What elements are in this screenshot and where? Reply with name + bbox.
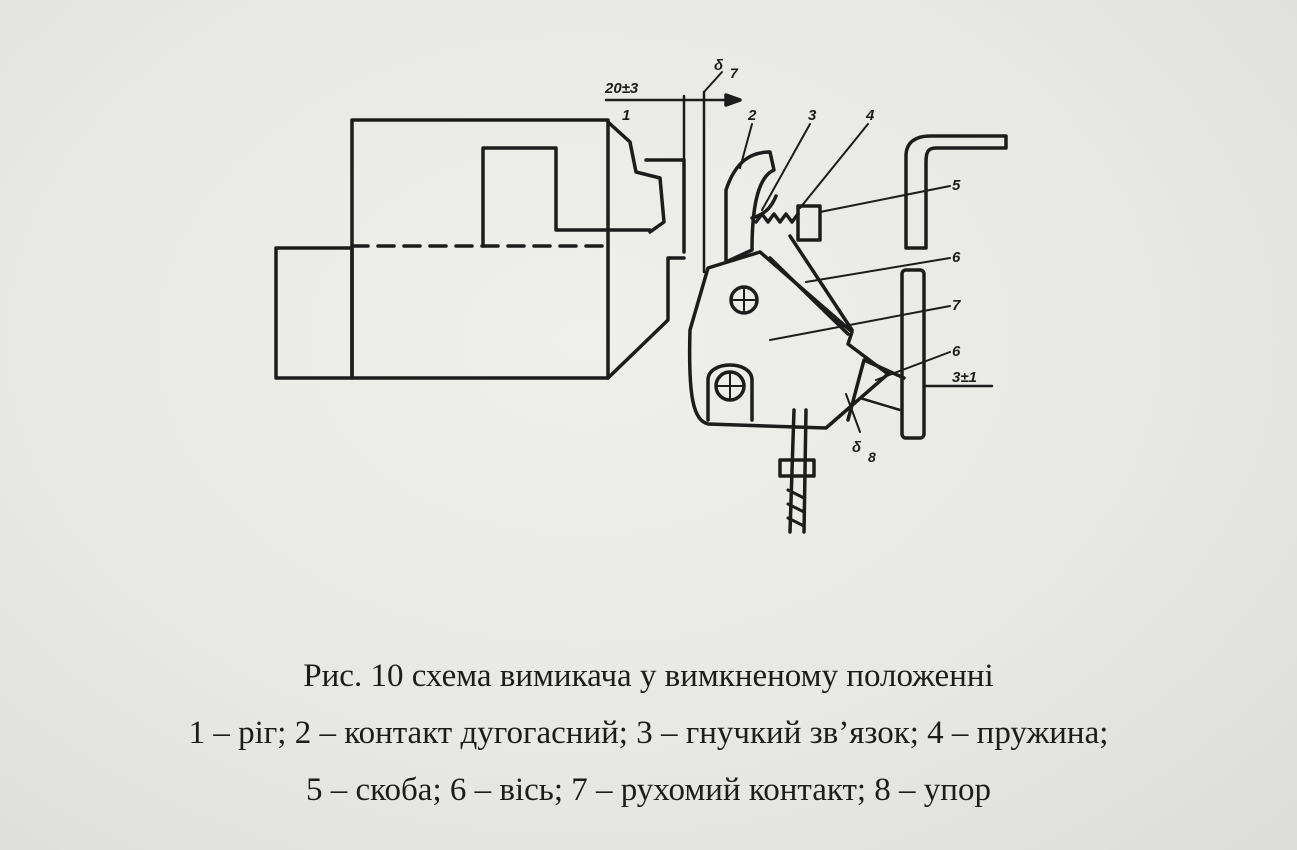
bracket-5-lower	[900, 268, 926, 440]
flexible-link-3	[750, 194, 778, 220]
lever-arm	[768, 256, 850, 336]
bolt-nut	[778, 458, 816, 478]
spring-bracket	[796, 204, 822, 242]
inner-profile	[481, 146, 652, 248]
delta-bottom-label: δ	[852, 439, 862, 456]
label-4: 4	[865, 107, 875, 124]
leader-6a	[805, 257, 951, 283]
stop-8	[846, 358, 906, 422]
figure-caption: Рис. 10 схема вимикача у вимкненому поло…	[0, 648, 1297, 819]
pivot-axis-housing	[706, 363, 754, 422]
bracket-5	[904, 134, 1008, 250]
label-6a: 6	[952, 249, 961, 266]
leader-5	[819, 185, 951, 213]
stop-8-b	[858, 396, 902, 412]
lever-arm-2	[788, 234, 854, 332]
leader-3	[761, 123, 811, 211]
switch-diagram: 20±3 δ 7 1 2 3 4 5 6 7 6 3±1 δ 8	[274, 57, 1008, 534]
delta-leader-top	[703, 71, 723, 93]
delta-leader-bottom	[845, 393, 861, 433]
horn-1-stem	[644, 158, 686, 254]
delta-top-label: δ	[714, 57, 724, 74]
bolt-thread	[786, 488, 806, 528]
horn-1	[606, 120, 666, 234]
delta-bottom-sub: 8	[868, 449, 876, 465]
housing-slope	[606, 256, 686, 380]
dim-right-label: 3±1	[952, 369, 977, 386]
bolt-left	[788, 408, 796, 534]
label-6b: 6	[952, 343, 961, 360]
spring-4	[754, 212, 800, 224]
left-block	[274, 246, 354, 380]
leader-7	[769, 305, 951, 341]
leader-6b	[875, 351, 951, 381]
caption-legend-line-2: 5 – скоба; 6 – вісь; 7 – рухомий контакт…	[306, 772, 991, 808]
label-7: 7	[952, 297, 961, 314]
leader-2	[739, 123, 753, 169]
label-2: 2	[747, 107, 757, 124]
dim-top-label: 20±3	[604, 80, 639, 97]
housing-block	[350, 118, 610, 380]
leader-4	[799, 123, 869, 209]
dim-arrow-top	[724, 93, 742, 107]
label-3: 3	[808, 107, 817, 124]
moving-contact-7	[687, 250, 890, 430]
label-5: 5	[952, 177, 961, 194]
delta-top-sub: 7	[730, 65, 739, 81]
caption-title: Рис. 10 схема вимикача у вимкненому поло…	[303, 658, 994, 694]
arcing-contact-2	[724, 150, 776, 264]
caption-legend-line-1: 1 – ріг; 2 – контакт дугогасний; 3 – гну…	[188, 715, 1109, 751]
bolt-right	[802, 408, 808, 534]
label-1: 1	[622, 107, 630, 124]
